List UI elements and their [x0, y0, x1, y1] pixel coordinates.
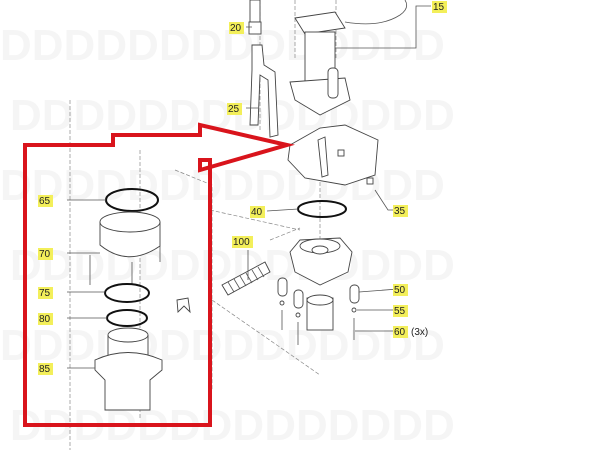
callout-label: 75 [39, 288, 51, 299]
callout-label: 35 [394, 206, 406, 217]
callout-label: 100 [233, 237, 250, 248]
callout-100: 100 [232, 236, 253, 248]
callout-label: 55 [394, 306, 406, 317]
callout-highlight [38, 195, 53, 207]
callout-highlight [38, 313, 53, 325]
callout-label: 15 [433, 2, 445, 13]
housing [287, 124, 379, 186]
callout-quantity: (3x) [411, 327, 428, 338]
clip-part [176, 297, 191, 314]
callout-highlight [393, 284, 408, 296]
callout-label: 65 [39, 196, 51, 207]
callout-label: 40 [251, 207, 263, 218]
base-plate [289, 237, 353, 286]
part-85 [94, 327, 163, 411]
callout-highlight [232, 236, 253, 248]
part-55 [279, 300, 357, 318]
leader-lines [67, 26, 399, 369]
part-50 [277, 277, 360, 309]
callout-15: 15 [432, 1, 447, 13]
watermark: DDDDDDDDDDDDDD DDDDDDDDDDDDDD DDDDDDDDDD… [0, 21, 455, 450]
callout-highlight [393, 305, 408, 317]
callout-25: 25 [227, 103, 242, 115]
part-100 [221, 261, 271, 296]
cylinder-part [306, 294, 334, 331]
part-70 [89, 211, 161, 285]
part-25 [249, 44, 279, 138]
callout-highlight [38, 287, 53, 299]
callout-20: 20 [229, 22, 244, 34]
svg-text:DDDDDDDDDDDDDD: DDDDDDDDDDDDDD [0, 161, 445, 210]
callout-50: 50 [393, 284, 408, 296]
callout-label: 50 [394, 285, 406, 296]
callout-highlight [38, 248, 53, 260]
callout-highlight [250, 206, 265, 218]
callout-highlight [393, 205, 408, 217]
callout-55: 55 [393, 305, 408, 317]
callouts: 15 20 25 35 40 50 55 60 (3x) 65 70 75 80 85 100 [38, 1, 447, 375]
part-75 [104, 283, 150, 303]
callout-40: 40 [250, 206, 265, 218]
callout-60: 60 (3x) [393, 326, 428, 338]
callout-label: 80 [39, 314, 51, 325]
callout-85: 85 [38, 363, 53, 375]
callout-label: 20 [230, 23, 242, 34]
callout-75: 75 [38, 287, 53, 299]
part-60 [281, 310, 355, 345]
leader-15 [335, 5, 431, 49]
svg-text:DDDDDDDDDDDDDD: DDDDDDDDDDDDDD [0, 21, 445, 70]
callout-highlight [393, 326, 408, 338]
callout-highlight [432, 1, 447, 13]
callout-label: 60 [394, 327, 406, 338]
callout-highlight [229, 22, 244, 34]
svg-text:DDDDDDDDDDDDDD: DDDDDDDDDDDDDD [0, 321, 445, 370]
callout-70: 70 [38, 248, 53, 260]
part-15 [289, 0, 408, 116]
callout-label: 25 [228, 104, 240, 115]
callout-65: 65 [38, 195, 53, 207]
red-highlight-arrow-box [23, 122, 295, 427]
callout-highlight [227, 103, 242, 115]
callout-80: 80 [38, 313, 53, 325]
part-35 [366, 177, 374, 185]
axis-line [139, 0, 337, 420]
part-20 [248, 0, 262, 35]
callout-label: 85 [39, 364, 51, 375]
callout-label: 70 [39, 249, 51, 260]
callout-highlight [38, 363, 53, 375]
callout-35: 35 [393, 205, 408, 217]
